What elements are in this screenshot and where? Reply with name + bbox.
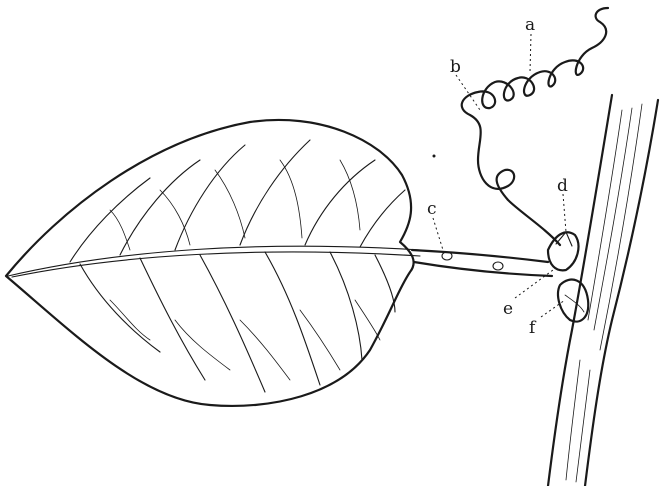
label-d: d [557,176,568,196]
petiole [412,250,552,276]
label-a: a [525,15,535,35]
label-f: f [529,318,537,338]
stem [548,95,658,486]
label-b: b [450,57,461,77]
leader-c [433,218,443,250]
leader-d [563,194,566,232]
speck [433,155,436,158]
tendril [462,8,608,245]
leaf-blade [6,120,420,406]
label-c: c [427,199,437,219]
leader-a [530,34,531,72]
label-e: e [503,299,513,319]
